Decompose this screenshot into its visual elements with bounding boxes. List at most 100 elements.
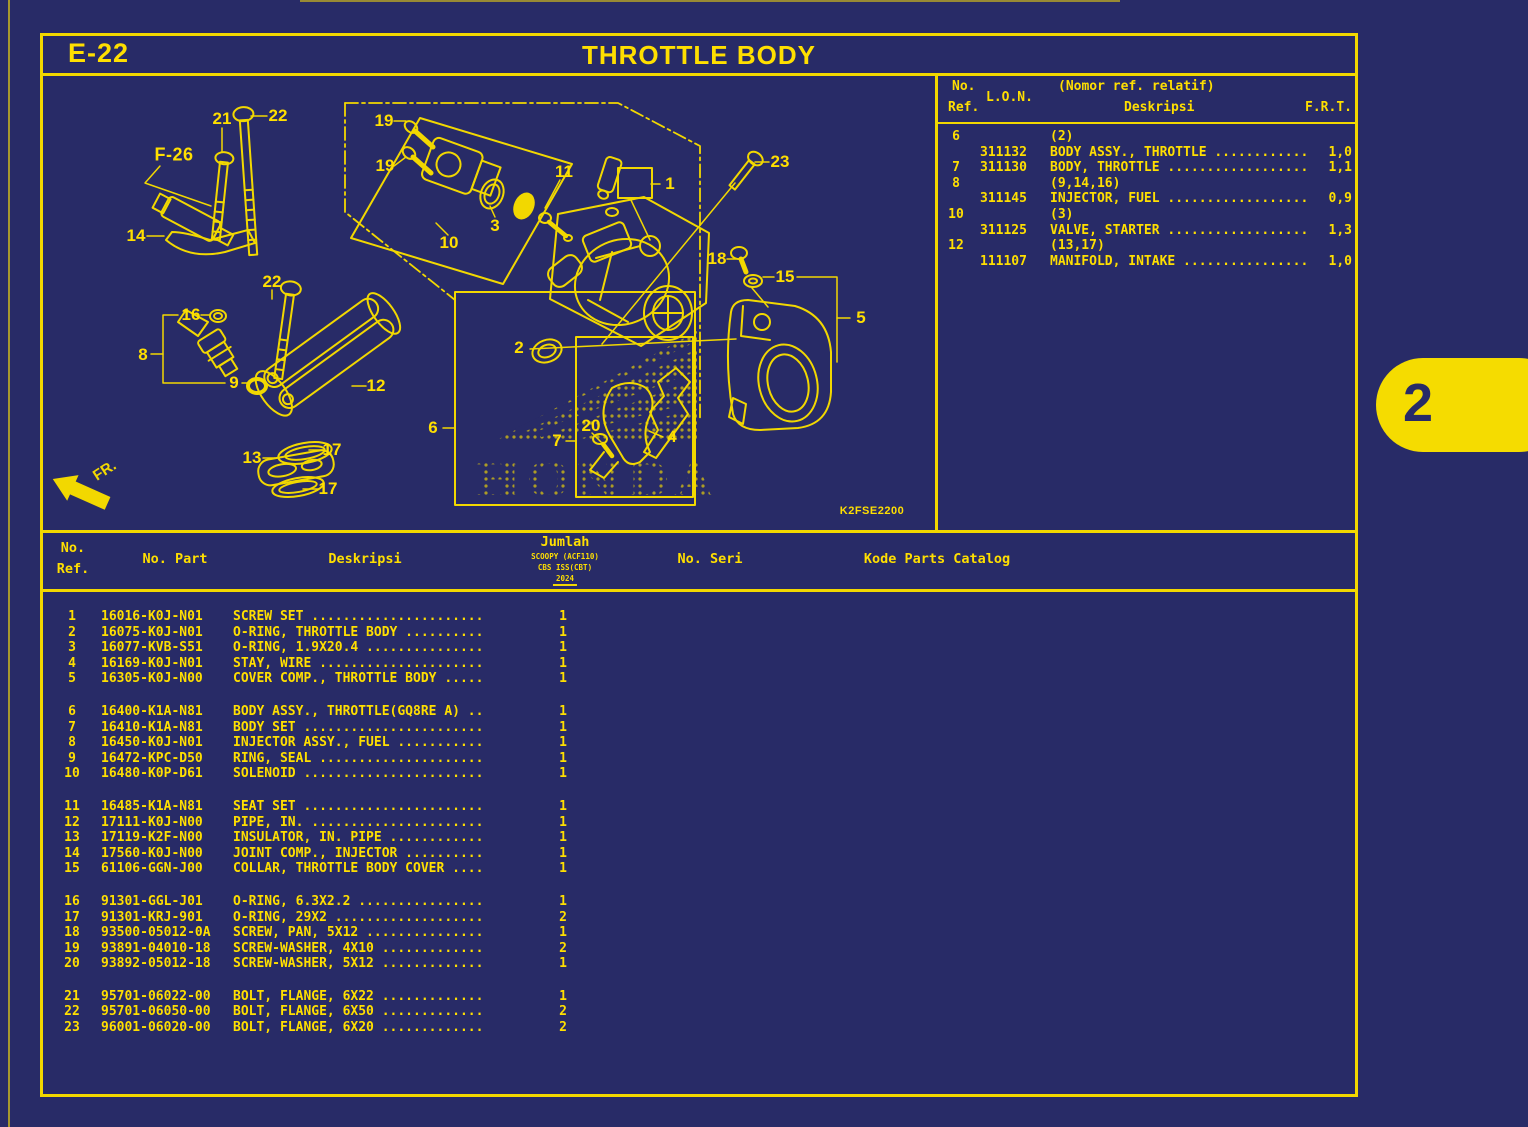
- inset-box: [350, 117, 573, 285]
- ref-table-row: 8(9,14,16): [938, 176, 1358, 192]
- part-cell-ref: 17: [64, 909, 80, 925]
- ref-cell-lon: [974, 207, 1044, 223]
- part-cell-desc: INSULATOR, IN. PIPE ............: [233, 830, 484, 846]
- part-cell-ref: 2: [68, 624, 76, 640]
- title-bar: E-22 THROTTLE BODY: [40, 33, 1358, 76]
- parts-header-qty-model: SCOOPY (ACF110): [531, 552, 599, 561]
- parts-group: 1 16016-K0J-N01 SCREW SET ................…: [43, 609, 1355, 687]
- part-cell-ref: 10: [64, 766, 80, 782]
- diagram-callout-22: 22: [268, 106, 288, 125]
- o-ring-16: [209, 309, 227, 323]
- ref-cell-lon: 311145: [980, 191, 1027, 207]
- ref-cell-desc: VALVE, STARTER ..................: [1050, 222, 1306, 238]
- part-cell-number: 17560-K0J-N00: [101, 845, 203, 861]
- diagram-callout-11: 11: [555, 162, 573, 181]
- part-cell-desc: SEAT SET .......................: [233, 798, 484, 814]
- flange-bolt-23: [728, 150, 764, 191]
- throttle-cover-5: [726, 299, 832, 431]
- screw-set-1: [596, 156, 653, 200]
- diagram-callout-13: 13: [242, 448, 262, 467]
- stay-wire-4: [643, 367, 691, 459]
- ref-cell-no: 6: [952, 129, 960, 144]
- ref-cell-desc: BODY ASSY., THROTTLE ............: [1050, 144, 1306, 160]
- part-cell-desc: INJECTOR ASSY., FUEL ...........: [233, 735, 484, 751]
- part-cell-desc: O-RING, 6.3X2.2 ................: [233, 893, 484, 909]
- diagram-callout-1: 1: [665, 174, 675, 193]
- ref-cell-no: 10: [948, 206, 964, 222]
- ref-cell-no: [938, 191, 974, 207]
- part-cell-ref: 20: [64, 956, 80, 972]
- frame-ref-label: F-26: [154, 144, 194, 165]
- parts-header-ref: Ref.: [56, 561, 90, 577]
- diagram-callout-17: 17: [322, 440, 342, 459]
- part-cell-desc: PIPE, IN. ......................: [233, 814, 484, 830]
- intake-pipe-12: [254, 292, 402, 417]
- catalog-frame: [40, 33, 1358, 1097]
- part-cell-ref: 4: [68, 655, 76, 671]
- part-cell-desc: BOLT, FLANGE, 6X22 .............: [233, 988, 484, 1004]
- ref-header-desc-line1: (Nomor ref. relatif): [1058, 79, 1215, 94]
- diagram-table-divider: [935, 76, 938, 530]
- part-cell-number: 16480-K0P-D61: [101, 766, 203, 782]
- part-cell-qty: 1: [559, 640, 567, 656]
- joint-comp-14: [151, 192, 256, 256]
- body-assy-box: [454, 291, 696, 506]
- ref-cell-frt: 0,9: [1328, 191, 1352, 207]
- side-page-tab[interactable]: 2: [1376, 358, 1528, 452]
- ref-cell-frt: 1,0: [1328, 144, 1352, 160]
- ref-cell-no: [938, 145, 974, 161]
- part-cell-desc: SCREW-WASHER, 4X10 .............: [233, 940, 484, 956]
- part-cell-number: 16016-K0J-N01: [101, 609, 203, 624]
- throttle-body-assembly: [547, 207, 693, 341]
- part-cell-ref: 3: [68, 640, 76, 656]
- part-cell-qty: 1: [559, 814, 567, 830]
- ref-cell-desc: (3): [1050, 206, 1074, 222]
- part-cell-number: 16400-K1A-N81: [101, 703, 203, 719]
- diagram-callout-3: 3: [490, 216, 500, 235]
- part-cell-ref: 7: [68, 719, 76, 735]
- part-cell-ref: 5: [68, 671, 76, 687]
- part-cell-qty: 1: [559, 719, 567, 735]
- part-cell-number: 16472-KPC-D50: [101, 750, 203, 766]
- reference-table-header: No. Ref. L.O.N. (Nomor ref. relatif) Des…: [938, 76, 1358, 124]
- part-cell-qty: 1: [559, 956, 567, 972]
- ref-header-ref: Ref.: [948, 100, 980, 115]
- part-cell-desc: BOLT, FLANGE, 6X50 .............: [233, 1004, 484, 1020]
- ref-cell-lon: 311130: [980, 160, 1027, 176]
- part-cell-ref: 19: [64, 940, 80, 956]
- ref-cell-lon: 311125: [980, 222, 1027, 238]
- ref-cell-lon: [974, 129, 1044, 145]
- gasket-2: [531, 338, 563, 364]
- ref-header-no: No.: [952, 79, 976, 94]
- part-cell-number: 16169-K0J-N01: [101, 655, 203, 671]
- honda-watermark-text: HONDA: [475, 451, 719, 509]
- part-cell-qty: 1: [559, 845, 567, 861]
- part-cell-desc: COVER COMP., THROTTLE BODY .....: [233, 671, 484, 687]
- upper-lower-divider: [40, 530, 1358, 533]
- part-cell-qty: 1: [559, 766, 567, 782]
- page-edge-line-vertical: [8, 0, 10, 1127]
- reference-table: No. Ref. L.O.N. (Nomor ref. relatif) Des…: [938, 76, 1358, 530]
- part-cell-number: 95701-06022-00: [101, 988, 211, 1004]
- part-cell-number: 17119-K2F-N00: [101, 830, 203, 846]
- ref-cell-frt: [1306, 176, 1358, 192]
- honda-wing-watermark: HONDA: [475, 331, 719, 509]
- part-cell-ref: 12: [64, 814, 80, 830]
- diagram-callout-18: 18: [707, 249, 727, 268]
- part-cell-qty: 1: [559, 624, 567, 640]
- ref-cell-no: 7: [952, 160, 960, 176]
- ref-cell-desc: (2): [1050, 129, 1074, 144]
- ref-cell-frt: 1,1: [1328, 160, 1352, 176]
- part-cell-desc: SCREW SET ......................: [233, 609, 484, 624]
- ref-cell-lon: [974, 176, 1044, 192]
